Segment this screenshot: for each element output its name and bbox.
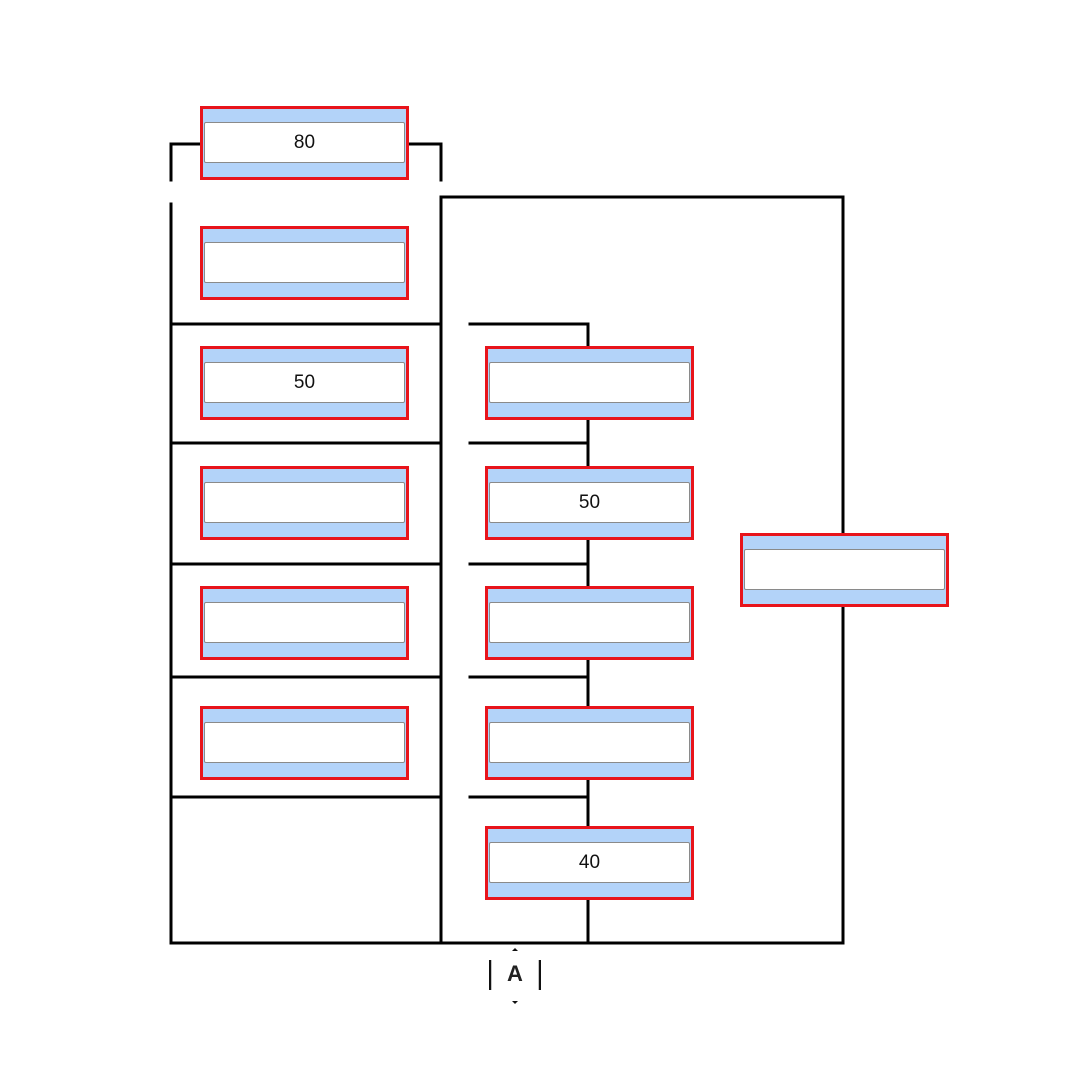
- component-box[interactable]: [485, 346, 694, 420]
- component-box[interactable]: [485, 586, 694, 660]
- component-box[interactable]: [200, 466, 409, 540]
- component-box[interactable]: 50: [200, 346, 409, 420]
- value-field[interactable]: [489, 722, 690, 763]
- component-box[interactable]: [200, 226, 409, 300]
- component-box[interactable]: 40: [485, 826, 694, 900]
- value-field[interactable]: 40: [489, 842, 690, 883]
- value-field[interactable]: [204, 602, 405, 643]
- component-box[interactable]: [740, 533, 949, 607]
- value-field[interactable]: [204, 482, 405, 523]
- component-box[interactable]: 80: [200, 106, 409, 180]
- ammeter-marker[interactable]: A: [489, 948, 541, 1004]
- wire-outer-loop: [439, 195, 845, 945]
- marker-label: A: [507, 961, 523, 986]
- component-box[interactable]: [200, 706, 409, 780]
- component-box[interactable]: [200, 586, 409, 660]
- value-field[interactable]: [204, 242, 405, 283]
- ammeter-icon: [489, 948, 541, 1004]
- component-box[interactable]: 50: [485, 466, 694, 540]
- value-field[interactable]: 50: [489, 482, 690, 523]
- value-field[interactable]: [489, 362, 690, 403]
- value-field[interactable]: 50: [204, 362, 405, 403]
- value-field[interactable]: [489, 602, 690, 643]
- component-box[interactable]: [485, 706, 694, 780]
- value-field[interactable]: [744, 549, 945, 590]
- value-field[interactable]: 80: [204, 122, 405, 163]
- value-field[interactable]: [204, 722, 405, 763]
